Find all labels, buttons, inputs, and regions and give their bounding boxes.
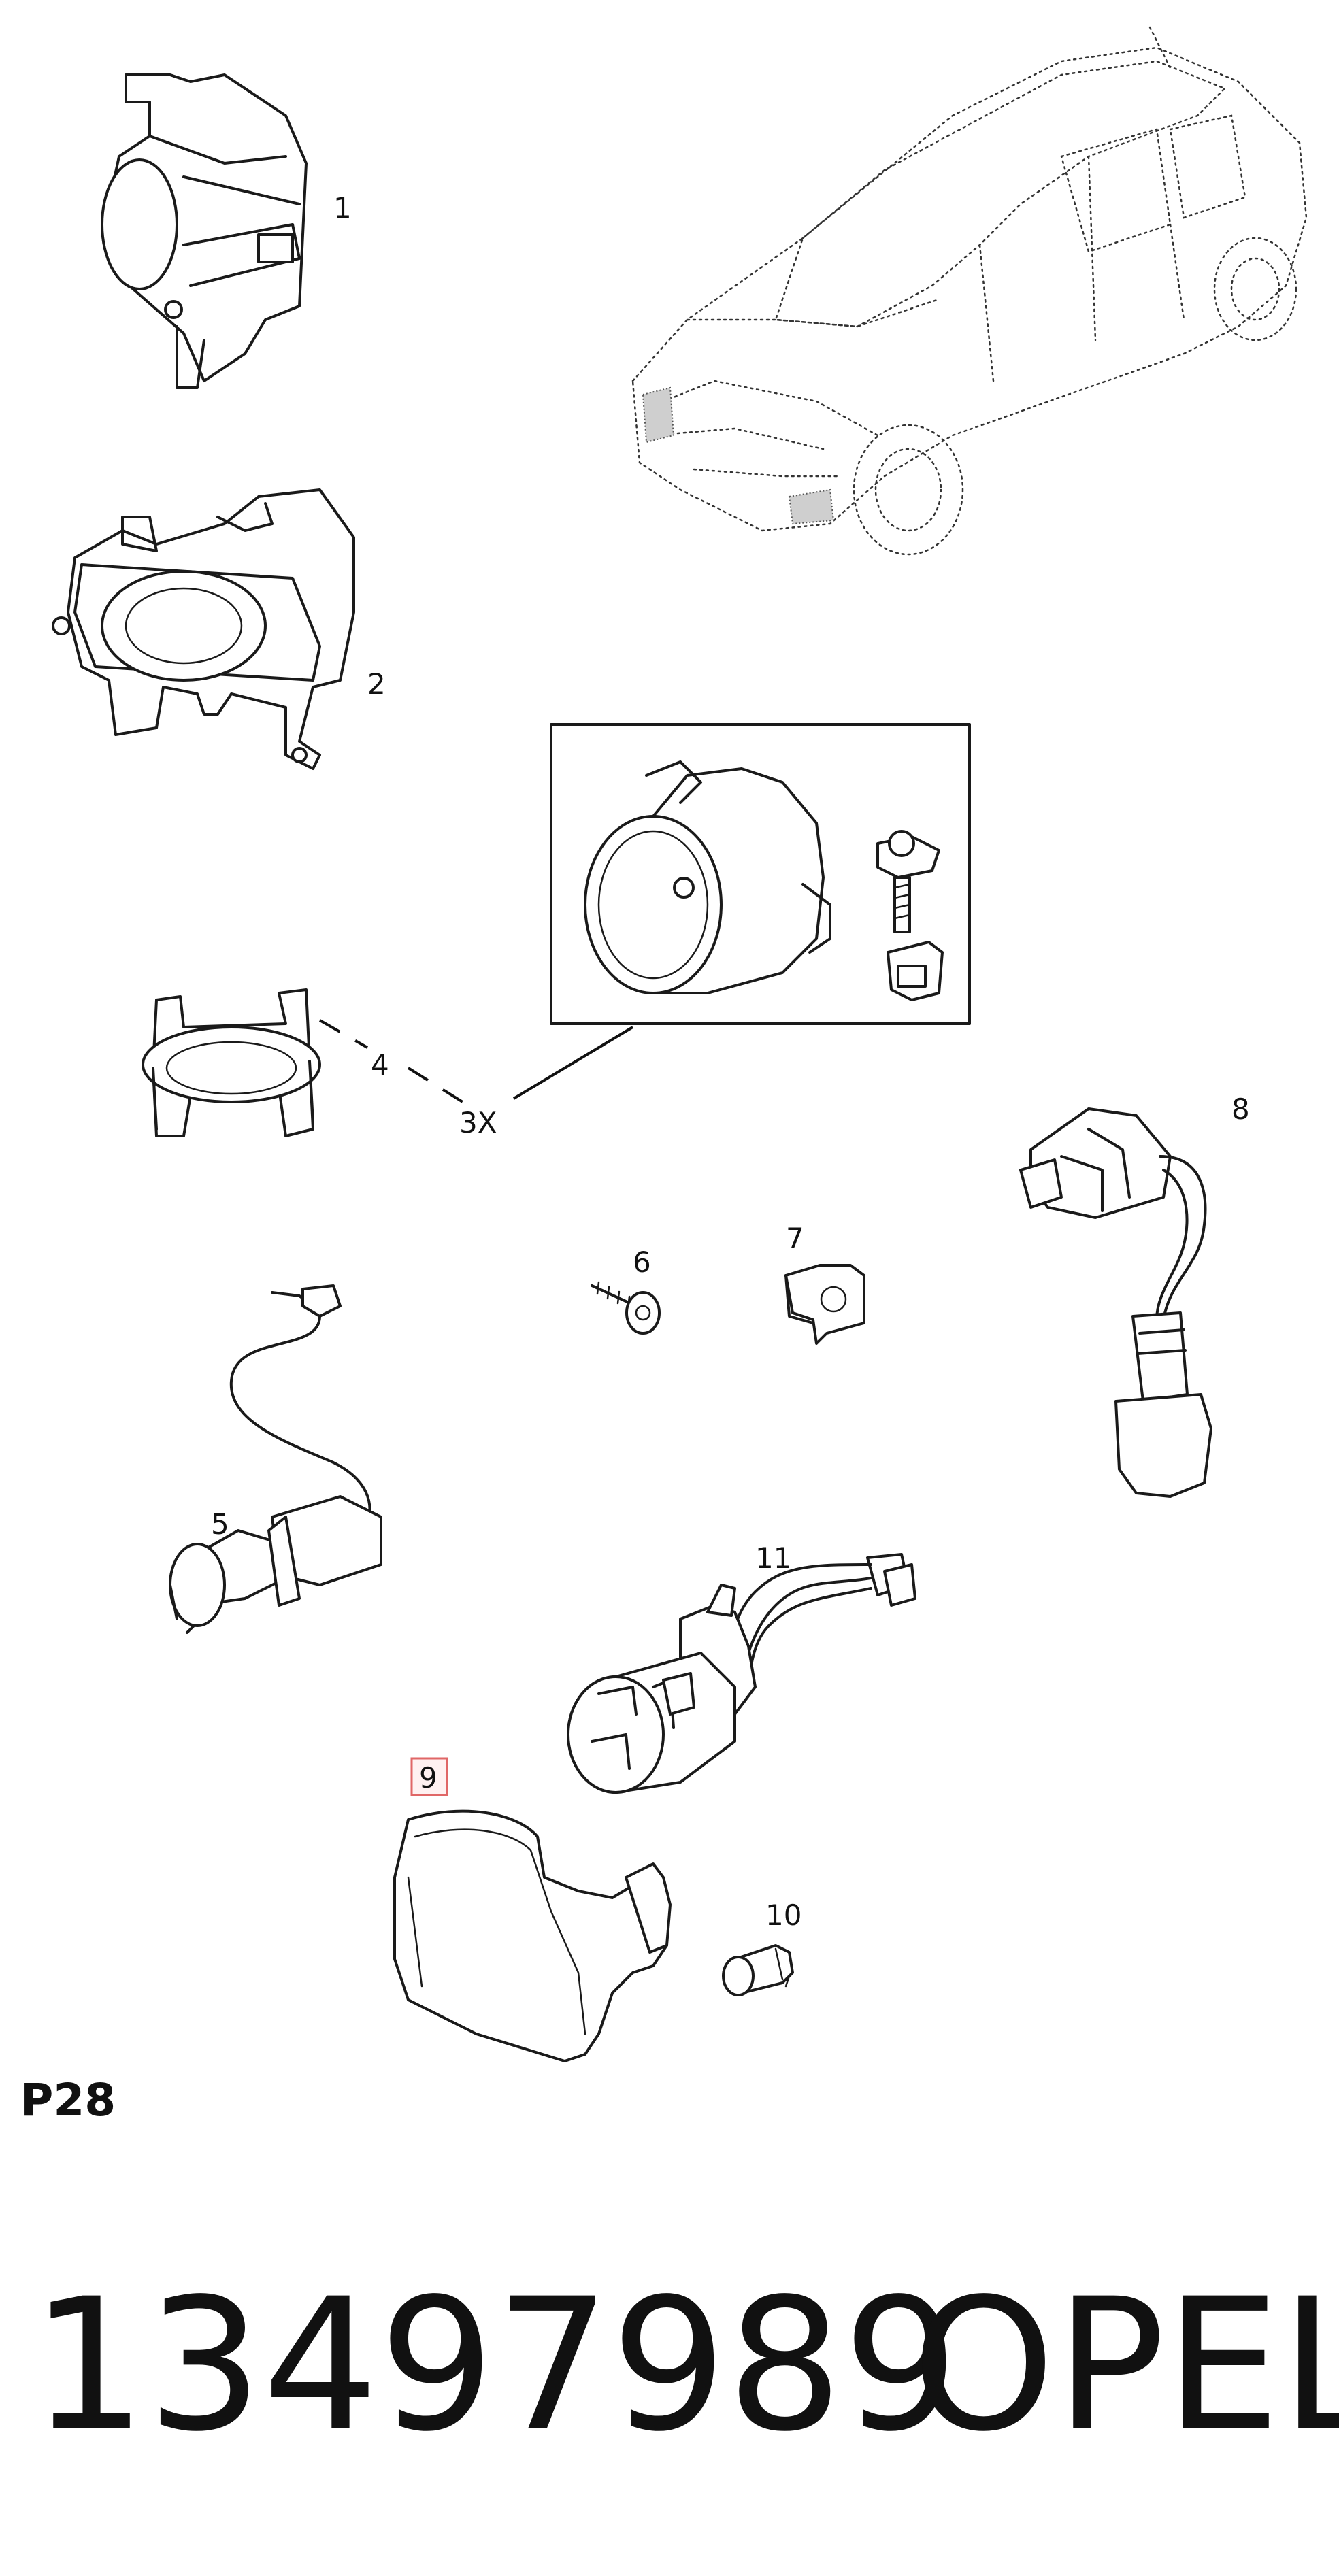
callout-3x: 3X	[459, 1106, 497, 1139]
footer-part-number: 13497989	[31, 2260, 959, 2472]
callout-5: 5	[211, 1507, 229, 1541]
callout-11: 11	[755, 1541, 791, 1575]
part-10-wedge-bulb	[722, 1944, 794, 1996]
callout-4: 4	[371, 1048, 389, 1082]
part-7-clip	[784, 1264, 865, 1345]
sheet-code: P28	[20, 2074, 116, 2126]
callout-6: 6	[633, 1245, 651, 1279]
callout-8: 8	[1231, 1092, 1250, 1126]
part-11-bulb-socket	[567, 1553, 916, 1794]
leader-3x	[512, 1026, 634, 1100]
callout-9-box	[410, 1757, 448, 1796]
part-4-retaining-ring	[142, 988, 321, 1137]
vehicle-locator-drawing	[631, 26, 1308, 556]
part-3-fog-lamp-assembly-box	[550, 723, 971, 1025]
callout-9-highlight: 9	[410, 1757, 448, 1796]
part-9-side-marker-lamp	[393, 1809, 672, 2062]
part-6-screw	[591, 1281, 661, 1335]
part-8-wiring-harness	[1019, 1107, 1212, 1498]
part-2-fog-lamp-housing	[52, 488, 355, 770]
leader-4	[319, 1019, 464, 1103]
callout-2: 2	[367, 667, 386, 701]
callout-1: 1	[333, 191, 352, 224]
part-1-headlamp-bracket	[101, 73, 308, 389]
part-5-fog-lamp-bulb	[169, 1284, 382, 1634]
callout-7: 7	[786, 1222, 804, 1255]
footer-brand: OPEL	[912, 2260, 1339, 2472]
callout-9: 9	[419, 1761, 437, 1794]
callout-10: 10	[765, 1898, 801, 1932]
